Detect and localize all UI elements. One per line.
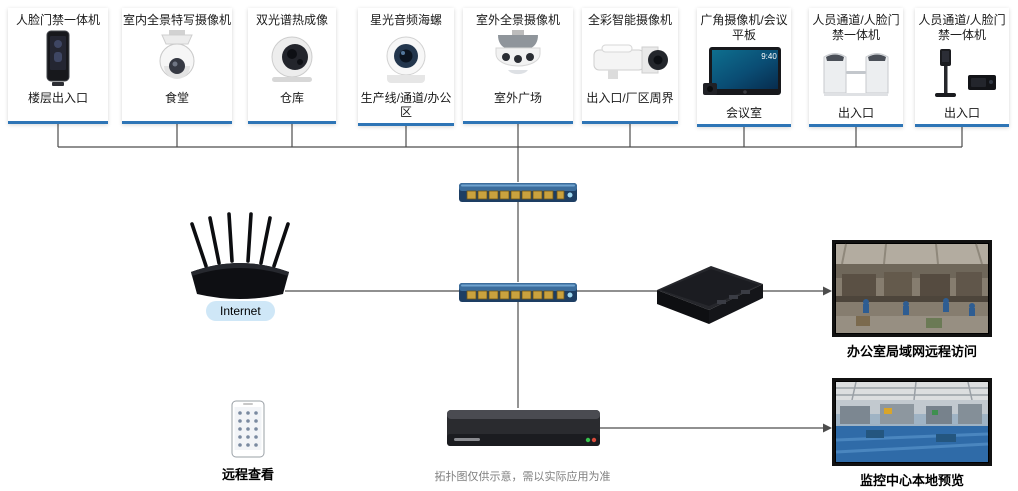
device-card-thermal: 双光谱热成像 仓库 [248,8,336,124]
monitor-center-label: 监控中心本地预览 [859,473,964,488]
device-location: 出入口/厂区周界 [586,91,674,105]
accent-bar [915,124,1009,127]
device-card-bullet: 全彩智能摄像机 出入口/厂区周界 [582,8,678,124]
device-title: 星光音频海螺 [369,13,442,27]
poe-switch-2 [459,282,577,308]
mini-pc-icon [657,266,763,324]
office-lan-label: 办公室局域网远程访问 [846,344,977,359]
factory-scene-1 [836,243,988,333]
turnstile-gate-icon [809,43,903,105]
switch-icon [459,283,577,302]
device-location: 会议室 [725,106,762,120]
device-card-conference: 广角摄像机/会议平板 9:40 会议室 [697,8,791,127]
internet-label: Internet [206,301,275,321]
monitoring-center-monitor [832,378,992,466]
arrowhead-monitor2 [823,423,832,433]
device-stub-lines [57,118,963,147]
nvr-recorder [446,404,601,457]
poe-switch-1 [459,182,577,208]
device-title: 室内全景特写摄像机 [122,13,231,27]
accent-bar [8,121,108,124]
arrowhead-monitor1 [823,286,832,296]
accent-bar [358,123,454,126]
thermal-turret-camera-icon [248,28,336,90]
accent-bar [809,124,903,127]
device-card-face-terminal: 人脸门禁一体机 楼层出入口 [8,8,108,124]
device-location: 室外广场 [493,91,542,105]
device-location: 出入口 [837,106,874,120]
face-access-terminal-icon [8,28,108,90]
device-title: 广角摄像机/会议平板 [700,13,788,42]
device-location: 楼层出入口 [27,91,88,105]
conference-panel-icon: 9:40 [697,43,791,105]
accent-bar [697,124,791,127]
router-icon [190,212,290,299]
wifi-router [188,210,292,307]
disclaimer-note: 拓扑图仅供示意，需以实际应用为准 [434,471,611,483]
device-title: 双光谱热成像 [255,13,328,27]
bullet-camera-icon [582,28,678,90]
turret-camera-icon [358,28,454,90]
office-remote-monitor [832,240,992,337]
panel-clock-text: 9:40 [761,52,777,61]
device-location: 仓库 [279,91,304,105]
mini-pc [645,252,770,337]
device-location: 出入口 [943,106,980,120]
device-card-outdoor-panoramic: 室外全景摄像机 室外广场 [463,8,573,124]
device-title: 室外全景摄像机 [475,13,560,27]
accent-bar [463,121,573,124]
factory-scene-2 [835,381,989,462]
accent-bar [122,121,232,124]
dome-camera-icon [122,28,232,90]
device-card-turnstile: 人员通道/人脸门禁一体机 出入口 [809,8,903,127]
device-title: 全彩智能摄像机 [587,13,672,27]
device-title: 人员通道/人脸门禁一体机 [918,13,1006,42]
remote-view-label: 远程查看 [221,467,274,482]
remote-view-phone [231,400,265,463]
accent-bar [582,121,678,124]
panoramic-camera-icon [463,28,573,90]
device-title: 人员通道/人脸门禁一体机 [812,13,900,42]
device-location: 食堂 [164,91,189,105]
device-location: 生产线/通道/办公区 [360,91,452,119]
nvr-icon [447,410,600,446]
device-title: 人脸门禁一体机 [15,13,100,27]
smartphone-icon [231,400,265,458]
switch-icon [459,183,577,202]
device-card-access-pole: 人员通道/人脸门禁一体机 出入口 [915,8,1009,127]
access-terminal-pole-icon [915,43,1009,105]
accent-bar [248,121,336,124]
device-card-indoor-dome: 室内全景特写摄像机 食堂 [122,8,232,124]
device-card-starlight: 星光音频海螺 生产线/通道/办公区 [358,8,454,126]
